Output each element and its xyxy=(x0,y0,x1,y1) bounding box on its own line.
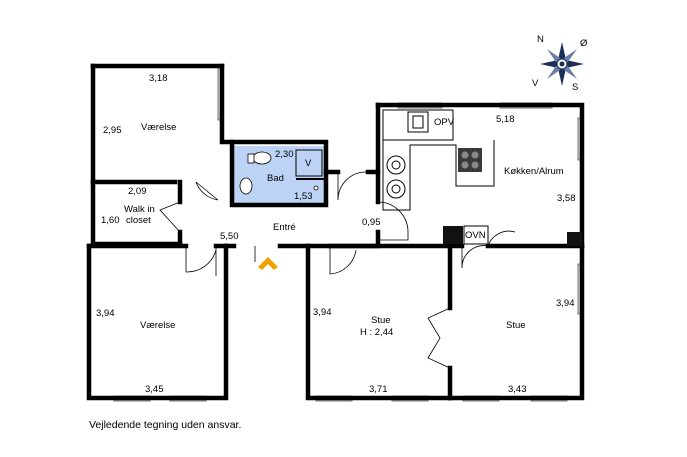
compass-east: Ø xyxy=(580,38,588,49)
stue-right-depth: 3,94 xyxy=(556,298,575,309)
compass-south: S xyxy=(572,82,578,93)
walkin-name-line1: Walk in xyxy=(124,204,155,215)
bath-width: 2,30 xyxy=(275,149,294,160)
stue-right-name: Stue xyxy=(506,320,526,331)
compass-north: N xyxy=(537,34,544,45)
bottom-bedroom-depth: 3,94 xyxy=(96,308,115,319)
disclaimer-text: Vejledende tegning uden ansvar. xyxy=(89,419,242,431)
bottom-bedroom-name: Værelse xyxy=(140,320,175,331)
bath-v-label: V xyxy=(305,158,312,169)
stue-right-width: 3,43 xyxy=(508,384,527,395)
walkin-depth: 1,60 xyxy=(101,215,120,226)
kitchen-opv: OPV xyxy=(434,117,455,128)
compass-west: V xyxy=(532,78,539,89)
bathroom-fixtures xyxy=(239,149,324,195)
walkin-width: 2,09 xyxy=(128,186,147,197)
entrance-arrow-icon xyxy=(258,257,278,270)
kitchen-fixtures xyxy=(382,109,582,246)
compass-icon: N Ø S V xyxy=(532,34,588,93)
kitchen-ovn: OVN xyxy=(465,230,486,241)
kitchen-depth: 3,58 xyxy=(557,193,576,204)
stue-left-width: 3,71 xyxy=(369,384,388,395)
stue-left-height: H : 2,44 xyxy=(360,327,393,338)
kitchen-name: Køkken/Alrum xyxy=(504,166,564,177)
bottom-bedroom-width: 3,45 xyxy=(145,384,164,395)
walls xyxy=(86,63,585,401)
entre-door: 0,95 xyxy=(362,217,381,228)
stue-left-name: Stue xyxy=(371,315,391,326)
bath-depth: 1,53 xyxy=(294,191,313,202)
stue-left-depth: 3,94 xyxy=(313,307,332,318)
entre-name: Entré xyxy=(273,222,296,233)
top-bedroom-name: Værelse xyxy=(141,122,176,133)
top-bedroom-depth: 2,95 xyxy=(103,125,122,136)
doors xyxy=(159,171,516,369)
entre-width: 5,50 xyxy=(220,231,239,242)
top-bedroom-width: 3,18 xyxy=(149,73,168,84)
kitchen-width: 5,18 xyxy=(496,114,515,125)
walkin-name-line2: closet xyxy=(126,215,151,226)
bath-name: Bad xyxy=(267,173,284,184)
